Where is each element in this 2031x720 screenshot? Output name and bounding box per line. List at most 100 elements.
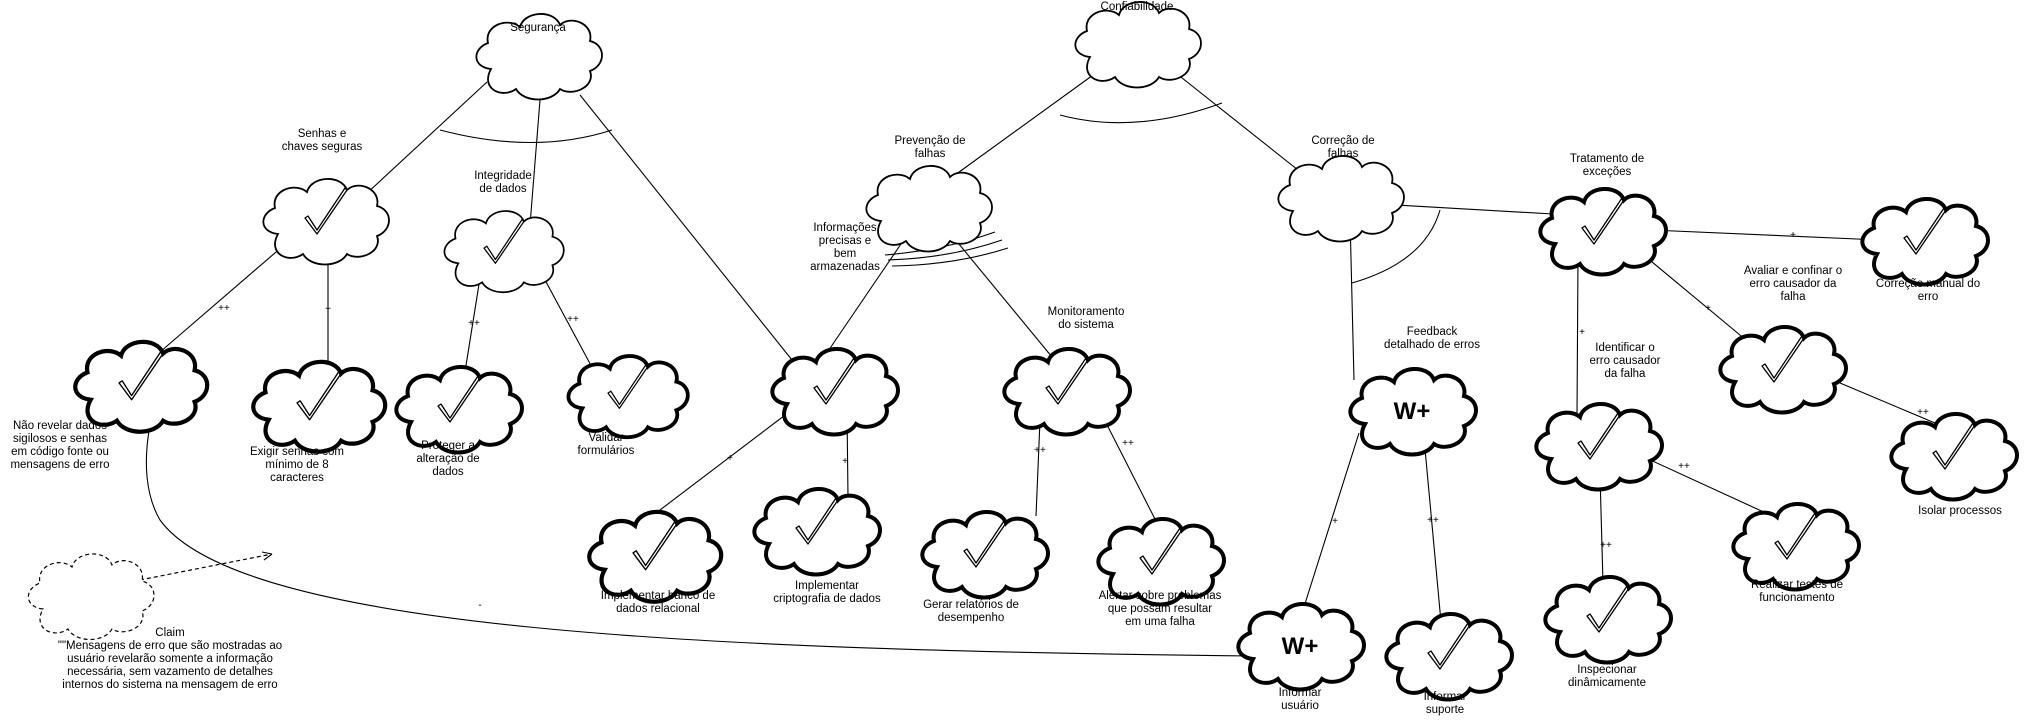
cloud-shape: [1860, 197, 1990, 287]
cloud-shape: [262, 178, 390, 266]
node-isolar[interactable]: [1889, 412, 2019, 502]
edge-correcao-to-confiabilidade: [1171, 69, 1299, 171]
node-prevencao[interactable]: [865, 165, 993, 253]
cloud-shape: [1543, 575, 1673, 665]
edge-label: ++: [1600, 540, 1612, 551]
edge-label: ++: [1034, 445, 1046, 456]
node-nao-revelar[interactable]: [73, 339, 210, 434]
node-senhas[interactable]: [262, 178, 390, 266]
node-identificar[interactable]: [1534, 402, 1664, 492]
edge-isolar-to-avaliar: [1839, 382, 1936, 424]
edge-label: +: [1790, 230, 1796, 241]
edge-senhas-to-seguranca: [364, 81, 488, 196]
node-claim[interactable]: [27, 553, 155, 641]
cloud-shape: [1534, 402, 1664, 492]
edge-realizar-to-identificar: [1645, 457, 1769, 515]
and-arc-confiabilidade: [1059, 102, 1223, 124]
edge-nao-revelar-to-senhas: [159, 239, 291, 353]
edge-label: ++: [1917, 407, 1929, 418]
check-icon: [795, 497, 839, 545]
check-icon: [963, 520, 1007, 568]
node-label-isolar: Isolar processos: [1918, 505, 2002, 517]
check-icon: [304, 187, 348, 235]
edge-informar-suporte-to-feedback: [1423, 437, 1442, 623]
node-validar[interactable]: [566, 354, 690, 440]
edge-label: +: [1705, 303, 1711, 314]
edge-validar-to-integridade: [544, 279, 595, 372]
cloud-shape: [1889, 412, 2019, 502]
edge-feedback-to-correcao: [1349, 217, 1355, 381]
edge-monitoramento-to-prevencao: [953, 237, 1053, 358]
node-correcao-manual[interactable]: [1860, 197, 1990, 287]
check-icon: [1045, 357, 1089, 405]
node-seguranca[interactable]: [475, 13, 603, 101]
cloud-shape: [1384, 612, 1514, 702]
edge-alertar-to-monitoramento: [1101, 414, 1158, 524]
cloud-shape: [27, 553, 155, 641]
edge-label: ++: [218, 303, 230, 314]
node-alertar[interactable]: [1096, 517, 1226, 607]
edge-label: ++: [468, 318, 480, 329]
edge-claim-to-nao-revelar: [139, 553, 273, 581]
node-informar-usuario[interactable]: W+: [1236, 602, 1366, 692]
check-icon: [813, 357, 857, 405]
edge-proteger-to-integridade: [463, 277, 481, 379]
edge-correcao-manual-to-tratamento: [1650, 229, 1881, 241]
node-avaliar[interactable]: [1718, 325, 1848, 415]
node-monitoramento[interactable]: [1002, 347, 1132, 437]
edge-impl-banco-to-info-precisas: [659, 405, 798, 511]
check-icon: [1774, 512, 1818, 560]
weak-positive-symbol: W+: [1394, 398, 1431, 425]
node-feedback[interactable]: W+: [1348, 367, 1478, 457]
cloud-shape: [1731, 502, 1861, 592]
edge-label: ++: [1122, 438, 1134, 449]
claim-arrowhead: [261, 551, 273, 561]
node-confiabilidade[interactable]: [1074, 1, 1202, 89]
node-inspecionar[interactable]: [1543, 575, 1673, 665]
node-impl-banco[interactable]: [587, 509, 724, 604]
node-info-precisas[interactable]: [770, 347, 900, 437]
weak-positive-symbol: W+: [1282, 633, 1319, 660]
check-icon: [483, 218, 525, 264]
node-informar-suporte[interactable]: [1384, 612, 1514, 702]
and-arc-correcao: [1351, 209, 1441, 284]
edge-label: +: [1579, 327, 1585, 338]
cloud-shape: [475, 13, 603, 101]
cloud-shape: [865, 165, 993, 253]
node-tratamento[interactable]: [1538, 187, 1668, 277]
node-gerar-rel[interactable]: [920, 510, 1050, 600]
cloud-shape: [920, 510, 1050, 600]
edge-label: -: [478, 600, 481, 611]
node-impl-cripto[interactable]: [752, 487, 882, 577]
cloud-shape: [770, 347, 900, 437]
check-icon: [607, 363, 649, 409]
node-correcao[interactable]: [1277, 155, 1405, 243]
check-icon: [632, 520, 678, 571]
edge-label: +: [325, 304, 331, 315]
edge-prevencao-to-confiabilidade: [954, 69, 1101, 176]
check-icon: [1139, 527, 1183, 575]
node-exigir-senhas[interactable]: [251, 359, 388, 454]
check-icon: [1761, 335, 1805, 383]
node-realizar[interactable]: [1731, 502, 1861, 592]
node-integridade[interactable]: [443, 210, 565, 294]
cloud-shape: [443, 210, 565, 294]
edge-info-precisas-to-seguranca: [579, 94, 793, 361]
node-proteger[interactable]: [394, 365, 524, 455]
check-icon: [1903, 207, 1947, 255]
